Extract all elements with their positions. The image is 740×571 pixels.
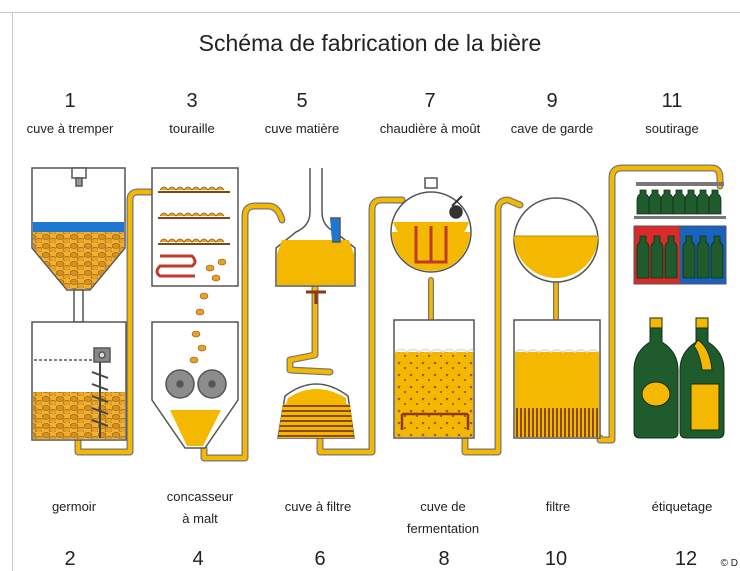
connecting-pipes: [74, 164, 724, 462]
step-10-label: filtre: [545, 499, 571, 514]
step-10-number: 10: [544, 548, 568, 570]
step-11-label: soutirage: [645, 121, 699, 136]
kiln: [151, 167, 239, 316]
frame-left-border: [12, 12, 13, 571]
bottle-right: [679, 317, 725, 439]
step-11-number: 11: [661, 90, 683, 112]
step-9-label: cave de garde: [510, 121, 594, 136]
step-9-number: 9: [546, 90, 558, 112]
wort-kettle: [390, 177, 472, 273]
step-2-label: germoir: [51, 499, 97, 514]
step-3-label: touraille: [169, 121, 215, 136]
malt-mill: [151, 321, 239, 449]
step-6-number: 6: [314, 548, 326, 570]
step-5-label: cuve matière: [264, 121, 340, 136]
frame-top-border: [0, 12, 740, 13]
step-5-number: 5: [296, 90, 308, 112]
lauter-tun: [277, 383, 355, 439]
bottle-left: [633, 317, 679, 439]
copyright-note: © D: [720, 558, 738, 569]
step-12-number: 12: [674, 548, 698, 570]
bottle-row-top: [636, 189, 722, 215]
step-4-number: 4: [192, 548, 204, 570]
filter-tank: [513, 319, 601, 439]
fermentation-tank: [393, 319, 475, 439]
step-1-number: 1: [64, 90, 76, 112]
steeping-tank: [31, 167, 126, 323]
lagering-tank: [513, 197, 599, 283]
step-2-number: 2: [64, 548, 76, 570]
step-8-number: 8: [438, 548, 450, 570]
step-7-number: 7: [424, 90, 436, 112]
step-12-label: étiquetage: [651, 499, 713, 514]
step-7-label: chaudière à moût: [379, 121, 481, 136]
diagram-title: Schéma de fabrication de la bière: [198, 30, 542, 56]
crates: [633, 225, 727, 285]
mash-tun: [275, 168, 356, 304]
step-1-label: cuve à tremper: [26, 121, 114, 136]
bottling-station: [633, 182, 727, 285]
step-6-label: cuve à filtre: [284, 499, 352, 514]
labelled-bottles: [633, 317, 725, 439]
germination-box: [31, 321, 127, 441]
step-3-number: 3: [186, 90, 198, 112]
